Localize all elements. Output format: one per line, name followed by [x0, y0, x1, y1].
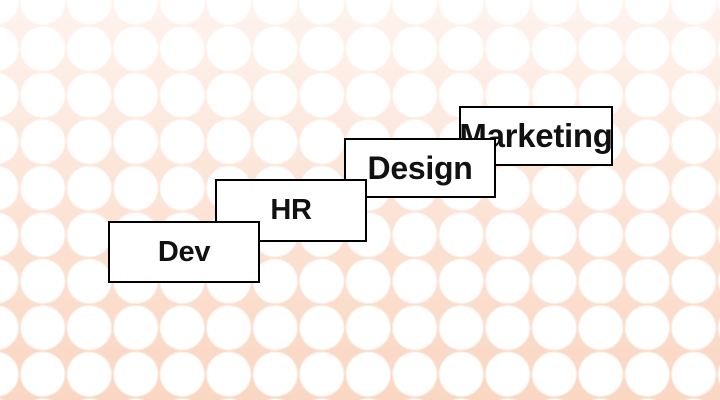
card-hr-label: HR: [270, 194, 312, 226]
card-design-label: Design: [367, 149, 473, 186]
card-dev-label: Dev: [157, 235, 211, 268]
card-dev[interactable]: Dev: [108, 221, 260, 283]
